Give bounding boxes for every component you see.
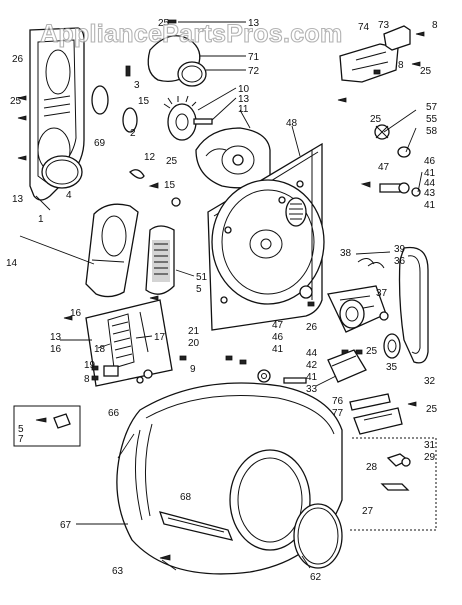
part-label: 76 <box>332 396 344 407</box>
part-label: 13 <box>238 94 250 105</box>
part-label: 68 <box>180 492 192 503</box>
part-label: 72 <box>248 66 260 77</box>
part-label: 26 <box>306 322 318 333</box>
part-label: 4 <box>66 190 72 201</box>
part-labels: 25 13 74 73 8 26 71 72 3 8 25 10 13 11 1… <box>6 18 438 583</box>
part-label: 29 <box>424 452 436 463</box>
part-label: 26 <box>12 54 24 65</box>
rear-panel-assembly <box>17 27 109 201</box>
part-label: 21 <box>188 326 200 337</box>
part-label: 7 <box>18 434 24 445</box>
part-label: 25 <box>10 96 22 107</box>
inset-sensor-box <box>13 405 81 447</box>
part-label: 28 <box>366 462 378 473</box>
part-label: 69 <box>94 138 106 149</box>
part-label: 46 <box>424 156 436 167</box>
part-label: 5 <box>196 284 202 295</box>
part-label: 15 <box>164 180 176 191</box>
part-label: 67 <box>60 520 72 531</box>
blower-housing-parts <box>122 19 271 207</box>
part-label: 41 <box>424 200 436 211</box>
drum-assembly <box>116 382 343 575</box>
part-label: 12 <box>144 152 156 163</box>
part-label: 25 <box>166 156 178 167</box>
part-label: 25 <box>158 18 170 29</box>
part-label: 74 <box>358 22 370 33</box>
part-label: 73 <box>378 20 390 31</box>
part-label: 55 <box>426 114 438 125</box>
part-label: 58 <box>426 126 438 137</box>
part-label: 11 <box>238 104 249 115</box>
part-label: 33 <box>306 384 318 395</box>
part-label: 16 <box>70 308 82 319</box>
part-label: 2 <box>130 128 136 139</box>
part-label: 14 <box>6 258 18 269</box>
part-label: 37 <box>376 288 388 299</box>
part-label: 44 <box>306 348 318 359</box>
lint-duct-assembly <box>85 203 175 301</box>
part-label: 17 <box>154 332 166 343</box>
part-label: 13 <box>50 332 62 343</box>
part-label: 20 <box>188 338 200 349</box>
part-label: 66 <box>108 408 120 419</box>
part-label: 3 <box>134 80 140 91</box>
part-label: 41 <box>424 168 436 179</box>
top-right-bracket <box>339 25 425 83</box>
heater-assembly <box>63 299 187 387</box>
part-label: 47 <box>378 162 390 173</box>
part-label: 39 <box>394 244 406 255</box>
watermark-text: AppliancePartsPros.com <box>40 20 343 48</box>
right-small-parts <box>337 97 421 197</box>
idler-bracket-parts <box>225 349 417 435</box>
part-label: 46 <box>272 332 284 343</box>
part-label: 25 <box>420 66 432 77</box>
part-label: 62 <box>310 572 322 583</box>
part-label: 57 <box>426 102 438 113</box>
part-label: 19 <box>84 360 96 371</box>
part-label: 8 <box>432 20 438 31</box>
part-label: 16 <box>50 344 62 355</box>
part-label: 36 <box>394 256 406 267</box>
part-label: 51 <box>196 272 208 283</box>
part-label: 43 <box>424 188 436 199</box>
part-label: 42 <box>306 360 318 371</box>
inset-switch-box <box>350 437 437 531</box>
part-label: 63 <box>112 566 124 577</box>
part-label: 44 <box>424 178 436 189</box>
part-label: 27 <box>362 506 374 517</box>
part-label: 13 <box>248 18 260 29</box>
part-label: 41 <box>272 344 284 355</box>
part-label: 13 <box>12 194 24 205</box>
part-label: 18 <box>94 344 106 355</box>
part-label: 15 <box>138 96 150 107</box>
front-bulkhead-panel <box>207 142 325 331</box>
leader-lines <box>19 21 423 571</box>
part-label: 25 <box>366 346 378 357</box>
part-label: 48 <box>286 118 298 129</box>
part-label: 25 <box>426 404 438 415</box>
part-label: 8 <box>398 60 404 71</box>
part-label: 1 <box>38 214 44 225</box>
part-label: 77 <box>332 408 344 419</box>
part-label: 9 <box>190 364 196 375</box>
part-label: 25 <box>370 114 382 125</box>
part-label: 41 <box>306 372 318 383</box>
part-label: 35 <box>386 362 398 373</box>
part-label: 5 <box>18 424 24 435</box>
part-label: 10 <box>238 84 250 95</box>
part-label: 47 <box>272 320 284 331</box>
part-label: 8 <box>84 374 90 385</box>
part-label: 71 <box>248 52 260 63</box>
part-label: 32 <box>424 376 436 387</box>
part-label: 38 <box>340 248 352 259</box>
part-label: 31 <box>424 440 436 451</box>
